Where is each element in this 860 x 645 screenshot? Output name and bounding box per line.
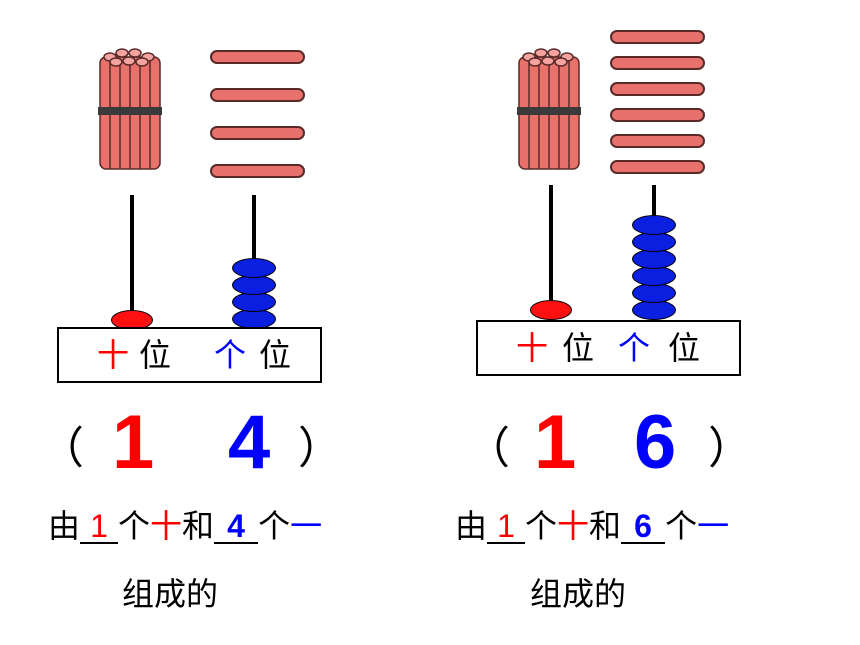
sentence-line2-right: 组成的 <box>530 575 627 613</box>
loose-stick-right <box>610 160 705 174</box>
ones-bead-right <box>632 249 676 269</box>
sentence-unit1-left: 个 <box>118 507 151 545</box>
ones-bead-left <box>232 309 276 329</box>
ones-place-label-right: 个 <box>618 329 651 367</box>
tens-place-suffix-left: 位 <box>139 336 172 374</box>
sentence-ones-word-right: 一 <box>697 507 730 545</box>
loose-stick-left <box>210 50 305 64</box>
sentence-tens-word-left: 十 <box>150 507 183 545</box>
open-paren-right: （ <box>466 423 510 474</box>
tens-bead-right <box>530 300 572 320</box>
close-paren-right: ） <box>708 423 752 474</box>
tens-place-label-left: 十 <box>97 336 130 374</box>
sentence-prefix-left: 由 <box>48 507 81 545</box>
ones-rod-left <box>252 195 256 317</box>
tens-digit-right: 1 <box>534 400 577 485</box>
sentence-unit2-left: 个 <box>258 507 291 545</box>
sentence-ones-word-left: 一 <box>290 507 323 545</box>
tens-place-label-right: 十 <box>516 329 549 367</box>
loose-stick-right <box>610 30 705 44</box>
tens-count-blank-right: 1 <box>487 510 526 544</box>
ones-bead-left <box>232 275 276 295</box>
close-paren-left: ） <box>298 423 342 474</box>
tens-place-suffix-right: 位 <box>562 329 595 367</box>
ones-bead-right <box>632 283 676 303</box>
tens-rod-left <box>130 195 134 317</box>
ones-place-suffix-left: 位 <box>259 336 292 374</box>
ones-count-blank-left: 4 <box>214 510 259 544</box>
sentence-unit1-right: 个 <box>525 507 558 545</box>
tens-digit-left: 1 <box>112 400 155 485</box>
stick-bundle-tens-right <box>517 48 581 170</box>
sentence-unit2-right: 个 <box>665 507 698 545</box>
ones-digit-left: 4 <box>228 400 271 485</box>
sentence-line2-left: 组成的 <box>122 575 219 613</box>
ones-bead-left <box>232 258 276 278</box>
sentence-conj-right: 和 <box>589 507 622 545</box>
open-paren-left: （ <box>40 423 84 474</box>
ones-bead-right <box>632 232 676 252</box>
ones-count-blank-right: 6 <box>621 510 666 544</box>
tens-count-blank-left: 1 <box>80 510 119 544</box>
loose-stick-right <box>610 108 705 122</box>
loose-stick-right <box>610 56 705 70</box>
loose-stick-left <box>210 126 305 140</box>
ones-bead-left <box>232 292 276 312</box>
loose-stick-left <box>210 88 305 102</box>
tens-rod-right <box>549 185 553 307</box>
sentence-prefix-right: 由 <box>455 507 488 545</box>
ones-place-suffix-right: 位 <box>668 329 701 367</box>
ones-digit-right: 6 <box>634 400 677 485</box>
stick-bundle-tens-left <box>98 48 162 170</box>
ones-bead-right <box>632 266 676 286</box>
place-value-label-box-right: 十 位 个 位 <box>476 320 741 376</box>
sentence-conj-left: 和 <box>182 507 215 545</box>
loose-stick-right <box>610 82 705 96</box>
ones-place-label-left: 个 <box>214 336 247 374</box>
loose-stick-left <box>210 164 305 178</box>
loose-stick-right <box>610 134 705 148</box>
ones-bead-right <box>632 300 676 320</box>
place-value-label-box-left: 十 位 个 位 <box>57 327 322 383</box>
sentence-tens-word-right: 十 <box>557 507 590 545</box>
ones-bead-right <box>632 215 676 235</box>
